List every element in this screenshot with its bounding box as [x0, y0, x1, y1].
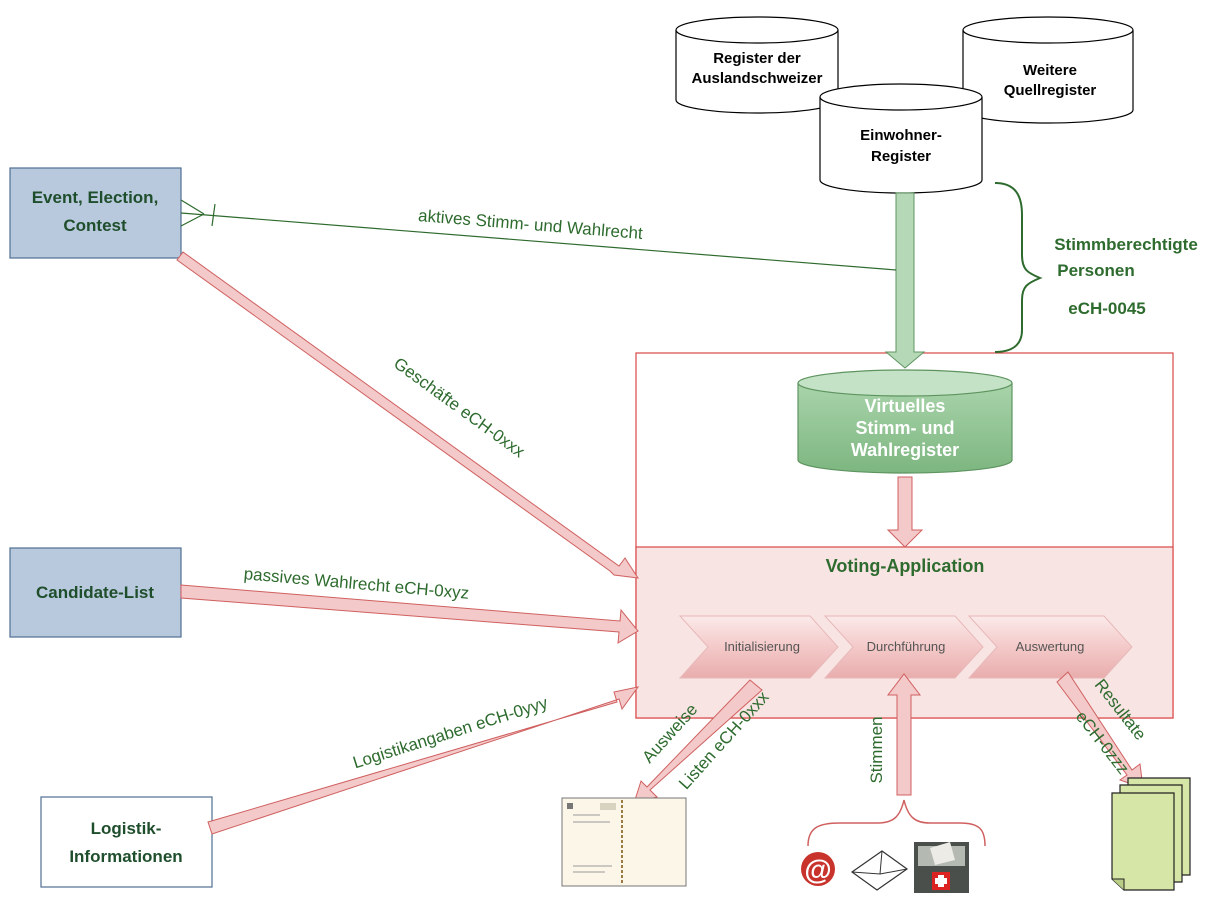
step-durchfuehrung: Durchführung [823, 615, 984, 679]
step-durchfuehrung-label: Durchführung [867, 639, 946, 654]
virtual-register-line3: Wahlregister [851, 440, 959, 460]
geschaefte-label: Geschäfte eCH-0xxx [390, 354, 528, 462]
entity-event-box [9, 167, 182, 259]
ballot-box-icon [914, 842, 969, 893]
entity-candidate-box [9, 547, 182, 638]
aktives-relationship-line [180, 199, 897, 271]
register-einwohner-line2: Register [871, 148, 931, 165]
entity-logistik-box [40, 796, 213, 888]
auswertung-to-resultate-arrow [1056, 671, 1144, 789]
step-auswertung-label: Auswertung [1016, 639, 1085, 654]
svg-text:@: @ [804, 854, 831, 885]
stimmberechtigte-brace [994, 182, 1043, 353]
entity-logistik-line1: Logistik- [91, 819, 162, 838]
register-einwohner-cylinder: Einwohner- Register [819, 83, 983, 194]
stimmen-to-durchfuehrung-arrow [886, 673, 922, 796]
stimmen-label: Stimmen [867, 716, 886, 783]
document-stack-icon [1111, 777, 1191, 891]
register-weitere-line2: Quellregister [1004, 82, 1097, 99]
candidate-to-application-arrow [180, 584, 639, 644]
stimmberechtigte-standard: eCH-0045 [1068, 299, 1146, 318]
register-einwohner-line1: Einwohner- [860, 127, 942, 144]
logistik-to-application-arrow [207, 686, 640, 835]
event-to-application-arrow [176, 251, 640, 579]
register-auslandschweizer-cylinder: Register der Auslandschweizer [675, 16, 839, 114]
stimmen-brace [807, 799, 986, 847]
stimmberechtigte-line1: Stimmberechtigte [1054, 235, 1198, 254]
entity-logistik-line2: Informationen [69, 847, 182, 866]
virtual-to-application-arrow [886, 476, 924, 548]
register-weitere-cylinder: Weitere Quellregister [962, 16, 1134, 124]
entity-event-line2: Contest [63, 216, 127, 235]
virtual-register-cylinder: Virtuelles Stimm- und Wahlregister [797, 369, 1013, 474]
envelope-icon [850, 850, 909, 891]
at-sign-icon: @ [797, 851, 839, 887]
einwohner-to-virtual-arrow [884, 192, 926, 369]
virtual-register-line1: Virtuelles [865, 396, 946, 416]
stimmberechtigte-line2: Personen [1057, 261, 1134, 280]
logistik-flow-label: Logistikangaben eCH-0yyy [351, 693, 551, 772]
register-auslandschweizer-line2: Auslandschweizer [692, 70, 823, 87]
virtual-register-line2: Stimm- und [856, 418, 955, 438]
entity-candidate-label: Candidate-List [36, 583, 154, 602]
step-initialisierung-label: Initialisierung [724, 639, 800, 654]
step-auswertung: Auswertung [967, 615, 1133, 679]
aktives-label: aktives Stimm- und Wahlrecht [417, 206, 643, 243]
voting-application-title: Voting-Application [826, 556, 985, 576]
step-initialisierung: Initialisierung [678, 615, 839, 679]
voting-material-icon [561, 797, 687, 887]
register-weitere-line1: Weitere [1023, 62, 1077, 79]
register-auslandschweizer-line1: Register der [713, 50, 801, 67]
entity-event-line1: Event, Election, [32, 188, 159, 207]
